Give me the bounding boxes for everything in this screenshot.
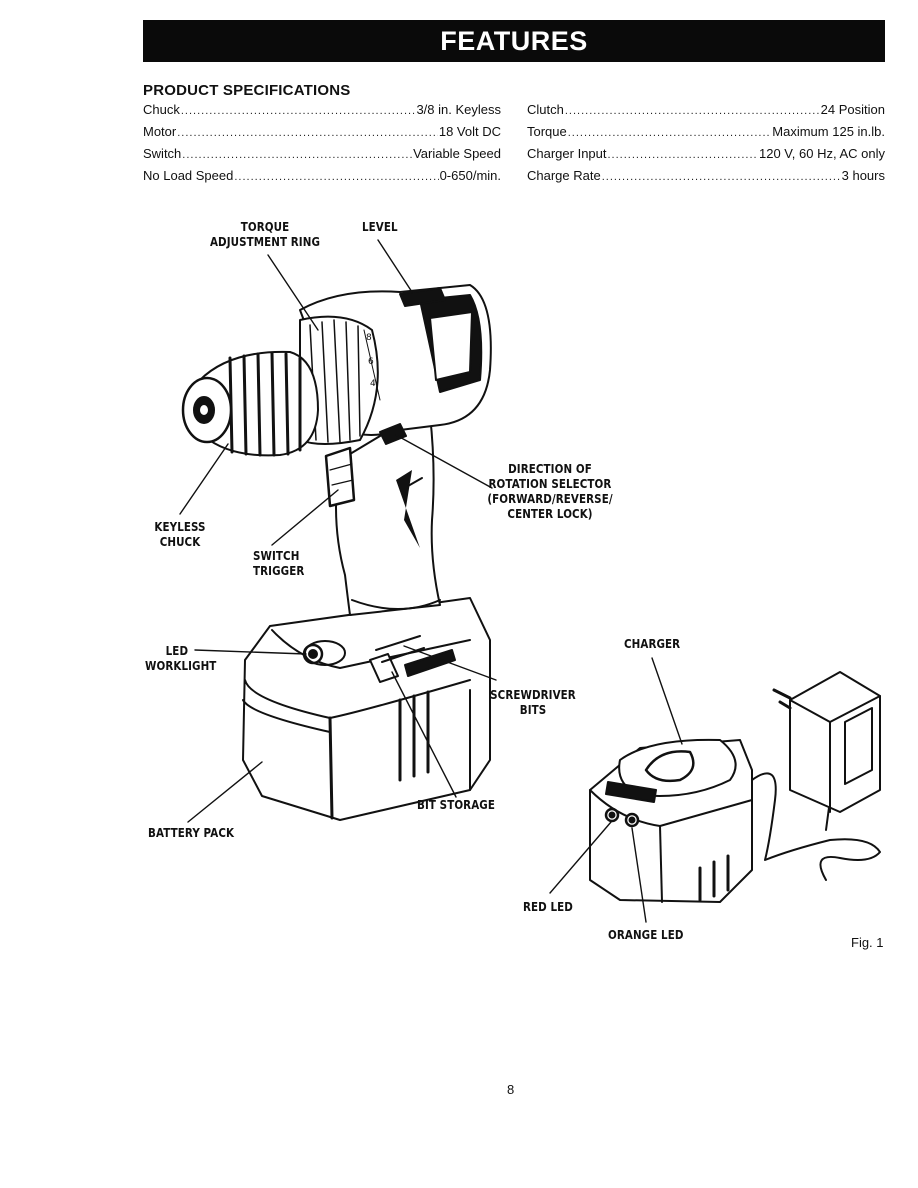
storage-leader	[391, 671, 457, 798]
spec-row: Torque Maximum 125 in.lb.	[527, 124, 885, 146]
torque-ring-leader	[267, 254, 319, 331]
callout-screwdriver-bits: SCREWDRIVER BITS	[486, 688, 581, 718]
callout-switch-trigger: SWITCH TRIGGER	[253, 549, 304, 579]
callout-line: BITS	[519, 703, 547, 717]
direction-leader	[395, 434, 493, 489]
spec-value: 24 Position	[820, 102, 885, 117]
drill-illustration: 8 6 4	[181, 284, 492, 821]
page-title: FEATURES	[440, 25, 588, 56]
spec-name: Motor	[143, 124, 177, 139]
callout-battery-pack: BATTERY PACK	[148, 826, 235, 840]
worklight-leader	[194, 649, 307, 655]
charger-craftsman-logo	[605, 781, 657, 803]
charger-cord	[751, 772, 881, 881]
callout-line: DIRECTION OF	[508, 462, 592, 476]
callout-line: ROTATION SELECTOR	[488, 477, 612, 491]
callout-line: KEYLESS	[154, 520, 206, 534]
spec-name: No Load Speed	[143, 168, 234, 183]
spec-row: Charger Input 120 V, 60 Hz, AC only	[527, 146, 885, 168]
specifications-heading: PRODUCT SPECIFICATIONS	[143, 82, 351, 99]
spec-name: Chuck	[143, 102, 180, 117]
drill-handle	[335, 414, 441, 616]
callout-line: (FORWARD/REVERSE/	[487, 492, 613, 506]
spec-value: 3 hours	[841, 168, 885, 183]
spec-value: Maximum 125 in.lb.	[772, 124, 885, 139]
battery-leader	[187, 761, 263, 823]
bits-leader	[403, 645, 497, 681]
red-led-leader	[549, 821, 612, 894]
callout-orange-led: ORANGE LED	[608, 928, 684, 942]
spec-row: No Load Speed 0-650/min.	[143, 168, 501, 190]
spec-name: Torque	[527, 124, 567, 139]
trigger-leader	[271, 489, 339, 546]
charger-illustration	[589, 671, 881, 903]
spec-value: Variable Speed	[413, 146, 501, 161]
callout-line: SWITCH	[253, 549, 300, 563]
page-number: 8	[507, 1082, 515, 1097]
svg-text:6: 6	[368, 357, 374, 367]
callout-line: TRIGGER	[253, 564, 305, 578]
spec-row: Clutch 24 Position	[527, 102, 885, 124]
spec-row: Chuck 3/8 in. Keyless	[143, 102, 501, 124]
spec-value: 0-650/min.	[439, 168, 501, 183]
callout-line: WORKLIGHT	[145, 659, 217, 673]
spec-list-right: Clutch 24 Position Torque Maximum 125 in.l…	[527, 102, 885, 190]
callout-line: ADJUSTMENT RING	[209, 235, 321, 249]
spec-value: 3/8 in. Keyless	[416, 102, 501, 117]
leader-lines	[179, 239, 683, 923]
spec-value: 120 V, 60 Hz, AC only	[759, 146, 885, 161]
orange-led-leader	[631, 827, 647, 923]
spec-name: Switch	[143, 146, 182, 161]
callout-line: SCREWDRIVER	[490, 688, 576, 702]
callout-bit-storage: BIT STORAGE	[417, 798, 495, 812]
level-indicator	[399, 287, 446, 307]
callout-torque-ring: TORQUE ADJUSTMENT RING	[209, 220, 321, 250]
spec-name: Charger Input	[527, 146, 607, 161]
spec-list-left: Chuck 3/8 in. Keyless Motor 18 Volt DC Swi…	[143, 102, 501, 190]
spec-value: 18 Volt DC	[438, 124, 501, 139]
callout-line: TORQUE	[240, 220, 290, 234]
callout-line: LED	[165, 644, 189, 658]
direction-selector	[379, 423, 407, 445]
callout-keyless-chuck: KEYLESS CHUCK	[146, 520, 215, 550]
callout-direction-selector: DIRECTION OF ROTATION SELECTOR (FORWARD/…	[486, 462, 615, 522]
callout-led-worklight: LED WORKLIGHT	[145, 644, 216, 674]
callout-charger: CHARGER	[624, 637, 681, 651]
figure-label: Fig. 1	[851, 935, 884, 950]
spec-name: Charge Rate	[527, 168, 601, 183]
callout-red-led: RED LED	[523, 900, 573, 914]
charger-leader	[651, 657, 683, 745]
features-banner: FEATURES	[143, 20, 885, 62]
spec-row: Switch Variable Speed	[143, 146, 501, 168]
svg-text:4: 4	[370, 379, 376, 389]
callout-level: LEVEL	[362, 220, 398, 234]
bit-storage-slot	[369, 653, 399, 683]
chuck-leader	[179, 443, 229, 515]
level-leader	[377, 239, 413, 293]
spec-row: Motor 18 Volt DC	[143, 124, 501, 146]
svg-text:8: 8	[366, 333, 372, 343]
spec-name: Clutch	[527, 102, 564, 117]
battery-craftsman-logo	[404, 649, 456, 677]
callout-line: CENTER LOCK)	[507, 507, 593, 521]
switch-trigger	[324, 446, 356, 508]
spec-row: Charge Rate 3 hours	[527, 168, 885, 190]
wall-adapter	[789, 671, 881, 813]
callout-line: CHUCK	[159, 535, 201, 549]
